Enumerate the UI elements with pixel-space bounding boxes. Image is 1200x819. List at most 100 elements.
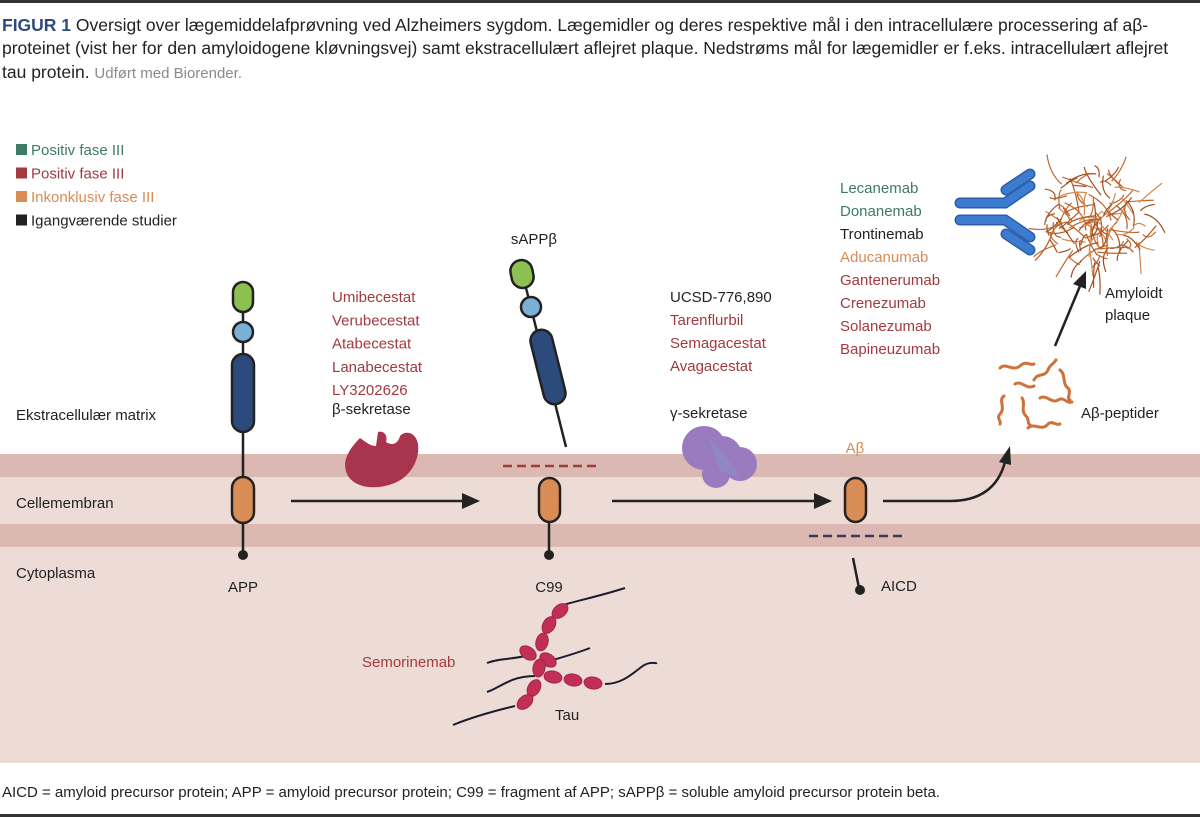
plaque-fibril bbox=[1095, 223, 1104, 248]
plaque-fibril bbox=[1083, 192, 1089, 208]
plaque-fibril bbox=[1109, 194, 1125, 205]
drug-name: Avagacestat bbox=[670, 358, 753, 375]
plaque-fibril bbox=[1068, 218, 1102, 229]
arrow-app-to-c99 bbox=[291, 493, 480, 509]
tau-tangle bbox=[452, 587, 658, 726]
plaque-fibril bbox=[1046, 154, 1063, 185]
plaque-fibril bbox=[1092, 262, 1096, 288]
plaque-label-line1: Amyloidt bbox=[1105, 285, 1163, 302]
legend-swatch bbox=[16, 214, 27, 226]
legend-swatch bbox=[16, 191, 27, 202]
plaque-fibril bbox=[1134, 222, 1146, 227]
plaque-fibril bbox=[1092, 257, 1101, 267]
plaque-fibril bbox=[1108, 211, 1119, 221]
sappb-fragment bbox=[509, 258, 568, 448]
plaque-fibril bbox=[1049, 233, 1059, 245]
cytoplasm-background bbox=[0, 547, 1200, 763]
plaque-fibril bbox=[1046, 224, 1050, 236]
plaque-fibril bbox=[1088, 260, 1101, 293]
plaque-fibril bbox=[1066, 215, 1095, 226]
plaque-fibril bbox=[1097, 266, 1101, 295]
plaque-fibril bbox=[1046, 226, 1075, 235]
legend-label: Positiv fase III bbox=[31, 142, 124, 159]
plaque-fibril bbox=[1033, 244, 1057, 258]
plaque-fibril bbox=[1102, 175, 1111, 199]
plaque-fibril bbox=[1088, 193, 1112, 221]
plaque-fibril bbox=[1073, 190, 1086, 216]
plaque-fibril bbox=[1099, 180, 1112, 186]
drug-name: Aducanumab bbox=[840, 249, 928, 266]
plaque-fibril bbox=[1060, 177, 1078, 189]
plaque-fibril bbox=[1088, 225, 1092, 257]
plaque-fibril bbox=[1123, 235, 1141, 250]
plaque-fibril bbox=[1106, 173, 1124, 189]
caption-text: Oversigt over lægemiddelafprøvning ved A… bbox=[2, 15, 1169, 82]
membrane-core bbox=[0, 477, 1200, 524]
plaque-fibril bbox=[1134, 225, 1157, 249]
top-rule bbox=[0, 0, 1200, 3]
plaque-fibril bbox=[1058, 247, 1071, 254]
plaque-fibril bbox=[1110, 227, 1121, 254]
c99-label: C99 bbox=[535, 579, 563, 596]
arrow-abeta-to-peptides bbox=[883, 446, 1011, 503]
plaque-fibril bbox=[1108, 189, 1134, 213]
legend-label: Positiv fase III bbox=[31, 166, 124, 183]
plaque-fibril bbox=[1139, 203, 1155, 212]
plaque-fibril bbox=[1097, 251, 1128, 254]
region-label-membrane: Cellemembran bbox=[16, 495, 114, 512]
plaque-fibril bbox=[1080, 233, 1088, 246]
drug-name: Lanabecestat bbox=[332, 359, 423, 376]
plaque-fibril bbox=[1084, 221, 1095, 231]
drug-name: Verubecestat bbox=[332, 312, 420, 329]
plaque-fibril bbox=[1109, 240, 1125, 250]
plaque-fibril bbox=[1083, 166, 1102, 196]
gamma-secretase-label: γ-sekretase bbox=[670, 405, 748, 422]
plaque-fibril bbox=[1110, 229, 1140, 234]
beta-secretase-label: β-sekretase bbox=[332, 401, 411, 418]
drug-name: Bapineuzumab bbox=[840, 341, 940, 358]
plaque-fibril bbox=[1127, 199, 1154, 203]
drug-name: Umibecestat bbox=[332, 289, 416, 306]
plaque-fibril bbox=[1058, 211, 1080, 230]
plaque-fibril bbox=[1144, 213, 1166, 233]
plaque-fibril bbox=[1061, 238, 1086, 243]
region-label-extracellular: Ekstracellulær matrix bbox=[16, 407, 157, 424]
c99-fragment bbox=[537, 476, 562, 560]
drug-name: Donanemab bbox=[840, 203, 922, 220]
figure-caption: FIGUR 1 Oversigt over lægemiddelafprøvni… bbox=[2, 14, 1182, 85]
plaque-fibril bbox=[1079, 244, 1109, 262]
gamma-secretase-drug-list: UCSD-776,890TarenflurbilSemagacestatAvag… bbox=[670, 289, 772, 375]
aicd-label: AICD bbox=[881, 578, 917, 595]
plaque-fibril bbox=[1057, 207, 1073, 222]
plaque-fibril bbox=[1056, 217, 1075, 245]
plaque-fibril bbox=[1064, 221, 1087, 240]
drug-name: Trontinemab bbox=[840, 226, 924, 243]
gamma-secretase-enzyme bbox=[682, 426, 757, 488]
drug-name: Tarenflurbil bbox=[670, 312, 743, 329]
plaque-fibril bbox=[1094, 246, 1129, 250]
plaque-fibril bbox=[1135, 241, 1155, 251]
sappb-label: sAPPβ bbox=[511, 231, 558, 248]
plaque-fibril bbox=[1111, 156, 1127, 182]
drug-name: UCSD-776,890 bbox=[670, 289, 772, 306]
bottom-rule bbox=[0, 814, 1200, 817]
plaque-fibril bbox=[1072, 184, 1087, 187]
plaque-fibril bbox=[1102, 246, 1110, 273]
legend-swatch bbox=[16, 144, 27, 155]
plaque-fibril bbox=[1085, 224, 1109, 238]
plaque-fibril bbox=[1064, 204, 1093, 214]
plaque-fibril bbox=[1062, 207, 1071, 221]
plaque-fibril bbox=[1075, 173, 1093, 184]
app-label: APP bbox=[228, 579, 258, 596]
membrane-inner-leaflet bbox=[0, 524, 1200, 547]
plaque-fibril bbox=[1044, 188, 1056, 201]
plaque-fibril bbox=[1055, 249, 1074, 278]
membrane-outer-leaflet bbox=[0, 454, 1200, 477]
plaque-fibril bbox=[1142, 231, 1157, 238]
drug-name: Gantenerumab bbox=[840, 272, 940, 289]
plaque-fibril bbox=[1068, 256, 1080, 266]
amyloid-plaque bbox=[1028, 154, 1166, 295]
plaque-fibril bbox=[1100, 228, 1109, 249]
plaque-fibril bbox=[1115, 204, 1128, 230]
